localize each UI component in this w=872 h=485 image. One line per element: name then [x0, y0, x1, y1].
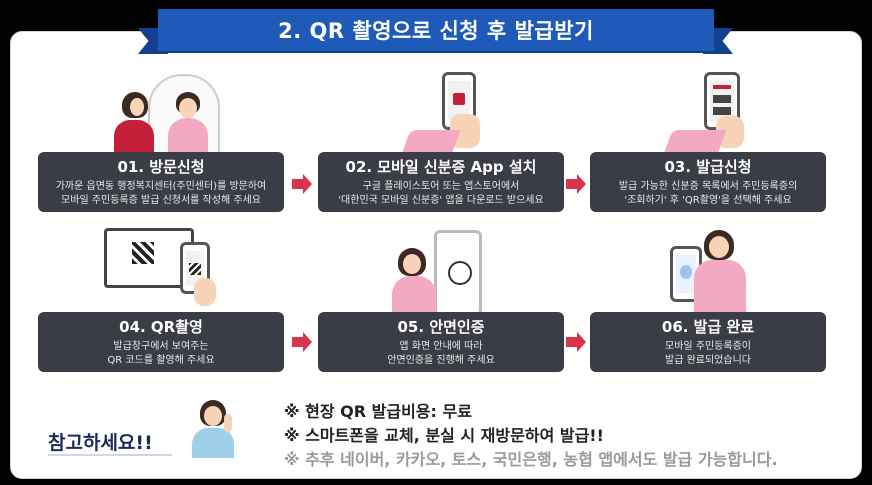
step-04-qr-scan: 04. QR촬영 발급창구에서 보여주는 QR 코드를 촬영해 주세요 — [38, 312, 284, 372]
face-scan-icon — [448, 261, 472, 285]
arrow-right-icon — [566, 332, 586, 352]
arrow-right-icon — [566, 174, 586, 194]
step-05-face-auth: 05. 안면인증 앱 화면 안내에 따라 안면인증을 진행해 주세요 — [318, 312, 564, 372]
step-title: 03. 발급신청 — [664, 158, 752, 176]
notes-title: 참고하세요!! — [48, 432, 153, 454]
step-01-visit-application: 01. 방문신청 가까운 읍면동 행정복지센터(주민센터)를 방문하여 모바일 … — [38, 152, 284, 212]
step-desc: 가까운 읍면동 행정복지센터(주민센터)를 방문하여 — [55, 181, 267, 192]
step-title: 06. 발급 완료 — [661, 318, 755, 336]
step-desc: QR 코드를 촬영해 주세요 — [107, 355, 215, 366]
step-desc: 발급 가능한 신분증 목록에서 주민등록증의 — [618, 181, 798, 192]
person-body — [192, 428, 234, 458]
qr-scan-illustration — [100, 222, 230, 312]
notes-underline — [48, 454, 172, 456]
guide-person-illustration — [190, 398, 240, 460]
arrow-right-icon — [292, 332, 312, 352]
step-title: 04. QR촬영 — [119, 318, 203, 336]
step-title: 05. 안면인증 — [397, 318, 485, 336]
step-desc: 안면인증을 진행해 주세요 — [387, 355, 495, 366]
visit-counter-illustration — [110, 72, 220, 156]
note-future-apps: ※ 추후 네이버, 카카오, 토스, 국민은행, 농협 앱에서도 발급 가능합니… — [284, 450, 778, 469]
step-desc: 구글 플레이스토어 또는 앱스토어에서 — [362, 181, 520, 192]
id-card-icon — [680, 265, 692, 279]
qr-code-icon — [189, 263, 201, 275]
step-title: 02. 모바일 신분증 App 설치 — [345, 158, 537, 176]
face-auth-illustration — [392, 226, 492, 316]
step-02-install-app: 02. 모바일 신분증 App 설치 구글 플레이스토어 또는 앱스토어에서 '… — [318, 152, 564, 212]
step-desc: 모바일 주민등록증이 — [665, 341, 751, 352]
app-install-illustration — [400, 70, 490, 154]
step-03-issue-request: 03. 발급신청 발급 가능한 신분증 목록에서 주민등록증의 '조회하기' 후… — [590, 152, 826, 212]
step-desc: '대한민국 모바일 신분증' 앱을 다운로드 받으세요 — [338, 195, 544, 206]
app-logo-icon — [453, 93, 465, 105]
note-fee: ※ 현장 QR 발급비용: 무료 — [284, 402, 472, 421]
step-desc: 발급창구에서 보여주는 — [113, 341, 209, 352]
note-reissue: ※ 스마트폰을 교체, 분실 시 재방문하여 발급!! — [284, 426, 604, 445]
step-06-issue-complete: 06. 발급 완료 모바일 주민등록증이 발급 완료되었습니다 — [590, 312, 826, 372]
page-title: 2. QR 촬영으로 신청 후 발급받기 — [158, 9, 714, 51]
step-desc: 앱 화면 안내에 따라 — [399, 341, 483, 352]
step-desc: 발급 완료되었습니다 — [665, 355, 751, 366]
step-desc: 모바일 주민등록증 발급 신청서를 작성해 주세요 — [61, 195, 261, 206]
smartphone-icon — [434, 230, 482, 316]
arrow-right-icon — [292, 174, 312, 194]
issue-complete-illustration — [664, 226, 764, 314]
step-desc: '조회하기' 후 'QR촬영'을 선택해 주세요 — [624, 195, 792, 206]
qr-code-icon — [132, 242, 154, 264]
step-title: 01. 방문신청 — [117, 158, 205, 176]
issue-request-illustration — [660, 70, 750, 154]
